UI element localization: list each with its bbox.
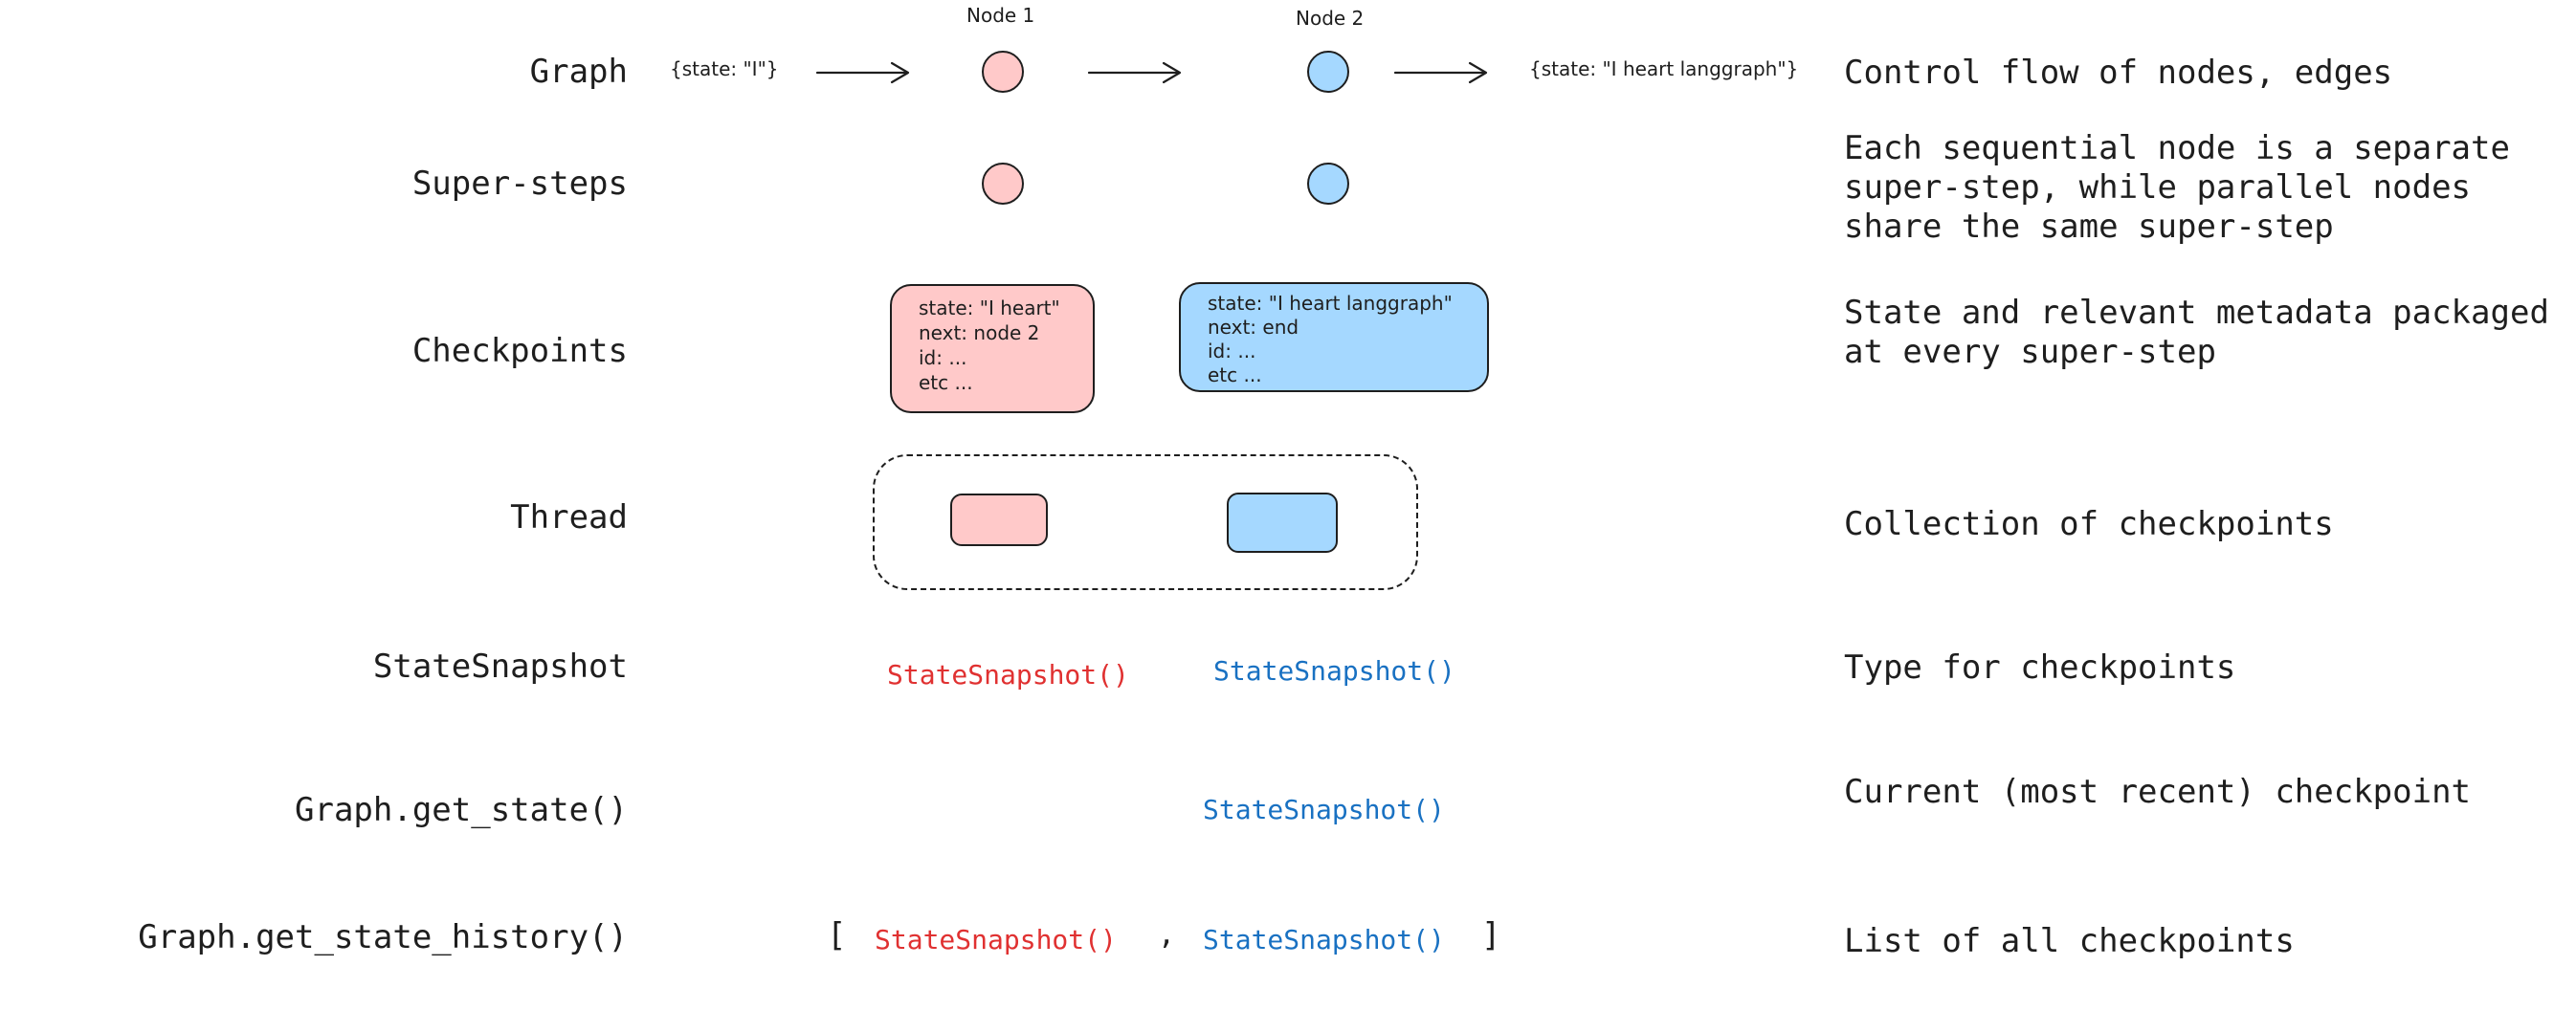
- history-snapshot-2: StateSnapshot(): [1203, 924, 1445, 955]
- row-label-super-steps: Super-steps: [411, 165, 628, 203]
- node2-label: Node 2: [1296, 7, 1365, 30]
- description-get-state-history: List of all checkpoints: [1844, 922, 2295, 961]
- graph-node-1: [982, 51, 1024, 93]
- history-open-bracket: [: [827, 916, 847, 955]
- row-label-get-state: Graph.get_state(): [295, 791, 628, 829]
- description-line: Collection of checkpoints: [1844, 505, 2334, 543]
- description-checkpoints: State and relevant metadata packaged at …: [1844, 294, 2549, 372]
- checkpoint-line: next: node 2: [919, 321, 1040, 344]
- statesnapshot-node-1: StateSnapshot(): [887, 659, 1129, 691]
- checkpoint-node-1: state: "I heart" next: node 2 id: ... et…: [890, 284, 1095, 413]
- description-line: super-step, while parallel nodes: [1844, 168, 2472, 207]
- checkpoint-line: next: end: [1208, 316, 1299, 339]
- description-super-steps: Each sequential node is a separate super…: [1844, 129, 2510, 247]
- description-line: Current (most recent) checkpoint: [1844, 773, 2472, 811]
- description-thread: Collection of checkpoints: [1844, 505, 2334, 544]
- input-state-label: {state: "I"}: [670, 57, 779, 80]
- checkpoint-line: state: "I heart langgraph": [1208, 292, 1453, 315]
- description-line: at every super-step: [1844, 333, 2216, 371]
- description-line: Control flow of nodes, edges: [1844, 54, 2393, 92]
- graph-node-2: [1307, 51, 1349, 93]
- description-line: Type for checkpoints: [1844, 648, 2236, 687]
- super-step-node-1: [982, 163, 1024, 205]
- description-line: share the same super-step: [1844, 208, 2334, 246]
- node1-label: Node 1: [966, 4, 1035, 27]
- description-statesnapshot: Type for checkpoints: [1844, 648, 2235, 688]
- row-label-get-state-history: Graph.get_state_history(): [138, 918, 628, 956]
- output-state-label: {state: "I heart langgraph"}: [1529, 57, 1799, 80]
- row-label-thread: Thread: [510, 498, 628, 537]
- checkpoint-line: etc ...: [919, 371, 973, 394]
- checkpoint-line: state: "I heart": [919, 296, 1060, 319]
- row-label-checkpoints: Checkpoints: [411, 332, 628, 370]
- description-line: List of all checkpoints: [1844, 922, 2295, 960]
- description-line: Each sequential node is a separate: [1844, 129, 2510, 167]
- checkpoint-line: id: ...: [919, 346, 967, 369]
- thread-checkpoint-1: [950, 494, 1048, 546]
- history-snapshot-1: StateSnapshot(): [875, 924, 1117, 955]
- thread-checkpoint-2: [1227, 493, 1338, 553]
- super-step-node-2: [1307, 163, 1349, 205]
- history-separator: ,: [1158, 918, 1176, 952]
- arrow-input-to-node1: [815, 61, 910, 84]
- arrow-node1-to-node2: [1087, 61, 1182, 84]
- row-label-statesnapshot: StateSnapshot: [372, 648, 628, 686]
- checkpoint-node-2: state: "I heart langgraph" next: end id:…: [1179, 282, 1489, 392]
- thread-container: [873, 454, 1418, 590]
- history-close-bracket: ]: [1481, 916, 1501, 955]
- get-state-snapshot: StateSnapshot(): [1203, 794, 1445, 825]
- checkpoint-line: etc ...: [1208, 363, 1262, 386]
- arrow-node2-to-output: [1393, 61, 1488, 84]
- checkpoint-line: id: ...: [1208, 340, 1256, 362]
- description-get-state: Current (most recent) checkpoint: [1844, 773, 2471, 812]
- statesnapshot-node-2: StateSnapshot(): [1213, 655, 1455, 687]
- description-line: State and relevant metadata packaged: [1844, 294, 2549, 332]
- description-graph: Control flow of nodes, edges: [1844, 54, 2392, 93]
- row-label-graph: Graph: [529, 53, 628, 91]
